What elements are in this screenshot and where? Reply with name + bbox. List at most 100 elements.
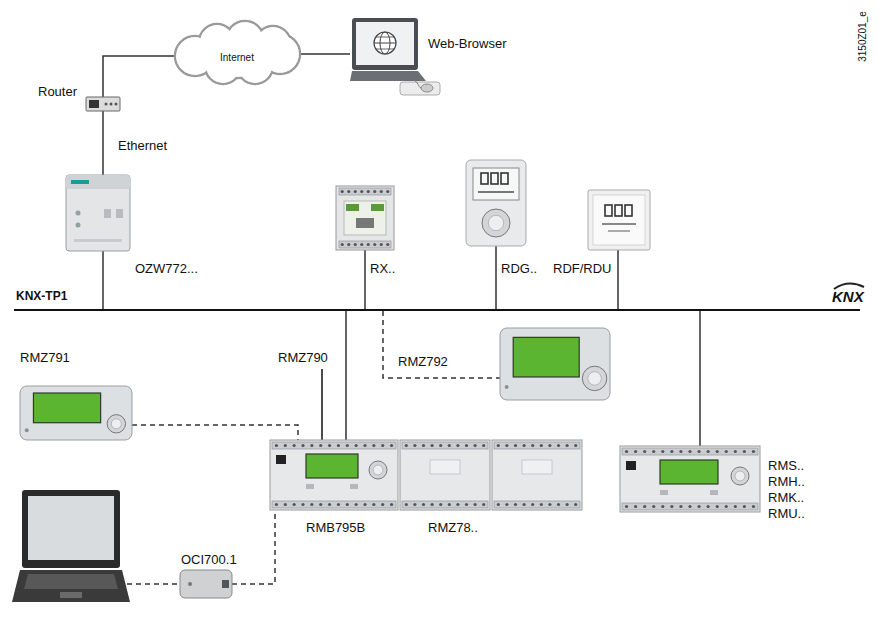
terminal-screw <box>422 444 425 447</box>
terminal-screw <box>341 243 344 246</box>
terminal-screw <box>390 503 393 506</box>
service-interface: OCI700.1 <box>180 570 232 598</box>
laptop-screen <box>28 496 114 560</box>
device-illustration <box>66 175 130 251</box>
terminal-screw <box>679 505 682 508</box>
cloud-fill <box>198 39 276 77</box>
laptop-lid <box>22 490 120 568</box>
operator-unit-housing <box>500 328 610 400</box>
terminal-screw <box>355 503 358 506</box>
device-illustration <box>500 328 610 400</box>
terminal-screw <box>360 243 363 246</box>
push-button <box>660 490 668 495</box>
display-segment <box>625 205 632 216</box>
globe-parallel <box>376 37 394 38</box>
terminal-screw <box>652 505 655 508</box>
device-illustration <box>14 309 860 311</box>
terminal-strip <box>494 442 580 449</box>
terminal-screw <box>301 444 304 447</box>
terminal-screw <box>275 444 278 447</box>
mouse-pad <box>400 82 440 95</box>
terminal-screw <box>531 503 534 506</box>
terminal-screw <box>716 450 719 453</box>
laptop-lid <box>352 18 418 70</box>
indicator-dot <box>505 385 509 389</box>
terminal-screw <box>367 190 370 193</box>
terminal-strip <box>272 442 396 449</box>
server-housing <box>66 175 130 251</box>
thermostat-face <box>593 195 645 245</box>
terminal-screw <box>405 444 408 447</box>
display-segment <box>481 173 488 184</box>
mouse-cable <box>414 80 422 88</box>
terminal-screw <box>548 444 551 447</box>
terminal-screw <box>310 503 313 506</box>
terminal-screw <box>497 444 500 447</box>
controller-housing <box>336 186 394 250</box>
server-top-panel <box>66 175 130 189</box>
operator-unit: RMZ792 <box>500 328 610 400</box>
push-button <box>104 209 111 218</box>
terminal-screw <box>734 450 737 453</box>
module-window <box>522 460 552 474</box>
terminal-screw <box>523 444 526 447</box>
terminal-screw <box>474 503 477 506</box>
terminal-screw <box>422 503 425 506</box>
rotary-knob <box>582 366 606 390</box>
terminal-screw <box>634 450 637 453</box>
terminal-screw <box>697 450 700 453</box>
device-label: Internet <box>220 50 254 65</box>
connector-line <box>699 311 701 446</box>
connector-line <box>232 510 275 584</box>
terminal-screw <box>697 505 700 508</box>
terminal-screw <box>328 444 331 447</box>
terminal-screw <box>372 444 375 447</box>
thermostat-display <box>473 168 519 200</box>
terminal-screw <box>474 444 477 447</box>
terminal-screw <box>465 444 468 447</box>
terminal-strip <box>622 448 758 455</box>
terminal-screw <box>367 243 370 246</box>
terminal-screw <box>355 444 358 447</box>
device-label: OCI700.1 <box>181 552 237 567</box>
terminal-screw <box>557 444 560 447</box>
terminal-screw <box>284 503 287 506</box>
module-housing <box>620 446 760 512</box>
terminal-screw <box>752 505 755 508</box>
device-label: Web-Browser <box>428 36 507 51</box>
edge-label: Ethernet <box>116 138 169 153</box>
connector-line <box>300 53 350 55</box>
terminal-screw <box>380 243 383 246</box>
connector-line <box>102 111 104 175</box>
interface-connector <box>222 580 229 588</box>
router-port <box>89 100 99 108</box>
terminal-screw <box>725 505 728 508</box>
terminal-screw <box>363 503 366 506</box>
terminal-screw <box>328 503 331 506</box>
terminal-screw <box>752 450 755 453</box>
terminal-screw <box>743 450 746 453</box>
terminal-screw <box>643 505 646 508</box>
terminal-screw <box>465 503 468 506</box>
flush-thermostat: RDF/RDU <box>588 190 650 250</box>
part-label: RMZ790 <box>278 350 328 365</box>
terminal-screw <box>625 450 628 453</box>
terminal-screw <box>688 505 691 508</box>
connector-line <box>495 246 497 309</box>
terminal-screw <box>566 444 569 447</box>
rotary-knob <box>731 467 749 485</box>
terminal-screw <box>337 503 340 506</box>
terminal-screw <box>319 503 322 506</box>
terminal-screw <box>293 444 296 447</box>
device-illustration <box>270 440 398 510</box>
terminal-screw <box>372 503 375 506</box>
green-terminal <box>371 204 384 211</box>
service-laptop <box>12 490 130 602</box>
indicator-dot <box>25 428 29 432</box>
display-bar <box>608 230 630 232</box>
terminal-screw <box>661 450 664 453</box>
device-label: RMZ792 <box>398 354 448 369</box>
terminal-screw <box>688 450 691 453</box>
router-led <box>105 103 108 106</box>
terminal-screw <box>347 190 350 193</box>
